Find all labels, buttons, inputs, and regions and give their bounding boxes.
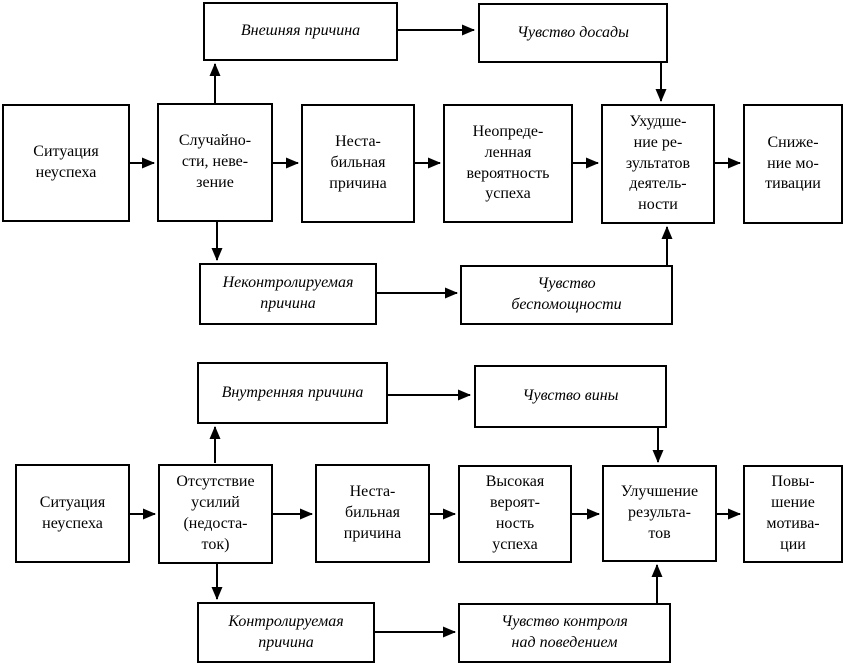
feeling-of-helplessness-label: Чувство беспомощности [511,275,622,313]
failure-situation-bottom-label: Ситуация неуспеха [39,493,106,532]
box-failure-situation-bottom: Ситуация неуспеха [15,464,130,563]
unstable-cause-bottom-label: Неста- бильная причина [343,483,402,542]
box-uncertain-probability: Неопреде- ленная вероятность успеха [443,104,573,223]
box-lack-of-effort: Отсутствие усилий (недоста- ток) [158,464,273,564]
box-external-cause: Внешняя причина [203,2,398,61]
box-uncontrollable-cause: Неконтролируемая причина [199,263,377,325]
box-high-probability: Высокая вероят- ность успеха [458,465,572,563]
box-internal-cause: Внутренняя причина [197,362,388,424]
uncertain-probability-label: Неопреде- ленная вероятность успеха [466,122,550,203]
better-results-label: Улучшение результа- тов [620,483,699,542]
internal-cause-label: Внутренняя причина [221,383,364,401]
feeling-of-guilt-label: Чувство вины [522,387,619,405]
controllable-cause-label: Контролируемая причина [228,612,344,651]
box-better-results: Улучшение результа- тов [602,465,717,562]
box-higher-motivation: Повы- шение мотива- ции [743,465,843,563]
box-controllable-cause: Контролируемая причина [197,602,375,663]
box-failure-situation-top: Ситуация неуспеха [2,104,130,222]
lower-motivation-label: Сниже- ние мо- тивации [765,133,821,193]
box-feeling-of-control: Чувство контроля над поведением [458,603,671,663]
lack-of-effort-label: Отсутствие усилий (недоста- ток) [176,473,255,553]
unstable-cause-top-label: Неста- бильная причина [329,133,387,192]
box-feeling-of-guilt: Чувство вины [474,365,667,428]
higher-motivation-label: Повы- шение мотива- ции [766,473,820,553]
worse-results-label: Ухудше- ние ре- зультатов деятель- ности [625,113,691,214]
high-probability-label: Высокая вероят- ность успеха [485,473,545,553]
box-feeling-of-annoyance: Чувство досады [478,3,668,63]
external-cause-label: Внешняя причина [240,22,361,40]
box-chance-bad-luck: Случайно- сти, неве- зение [157,103,273,222]
box-unstable-cause-top: Неста- бильная причина [301,104,415,223]
box-lower-motivation: Сниже- ние мо- тивации [743,104,843,224]
chance-bad-luck-label: Случайно- сти, неве- зение [178,132,252,191]
box-worse-results: Ухудше- ние ре- зультатов деятель- ности [601,104,715,224]
failure-situation-top-label: Ситуация неуспеха [33,143,99,181]
feeling-of-control-label: Чувство контроля над поведением [501,613,628,651]
feeling-of-annoyance-label: Чувство досады [517,23,629,41]
uncontrollable-cause-label: Неконтролируемая причина [222,274,354,312]
box-feeling-of-helplessness: Чувство беспомощности [460,265,673,325]
box-unstable-cause-bottom: Неста- бильная причина [315,464,430,563]
